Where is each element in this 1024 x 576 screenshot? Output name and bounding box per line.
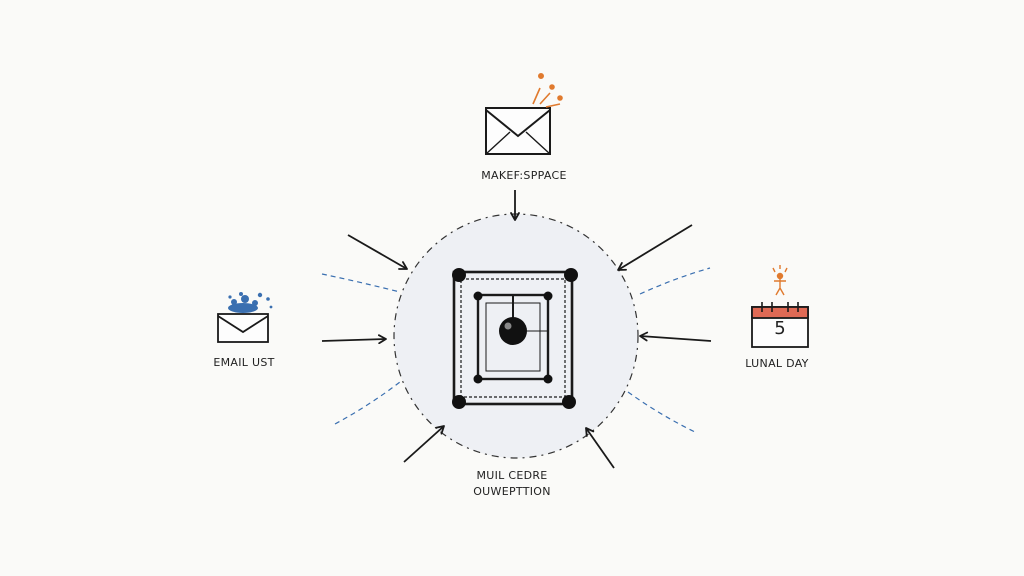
sparkle-orange-icon [532,73,563,108]
dashed-curve-right-lower [627,391,696,433]
splash-blue-icon [228,292,273,313]
arrow-lower-right [585,427,615,469]
envelope-icon [485,107,551,155]
node-label-bottom-line1: MUIL CEDRE [476,469,548,482]
frame-node-icon [452,268,578,409]
node-label-bottom-line2: OUWEPTTION [473,485,551,498]
arrow-upper-left [347,234,408,270]
dashed-curve-left-lower [334,381,401,425]
dashed-curve-right-upper [639,267,711,295]
arrow-upper-right [617,224,693,271]
figure-orange-icon [772,265,788,296]
node-label-bottom: MUIL CEDRE OUWEPTTION [473,468,551,500]
calendar-icon [751,302,809,348]
arrow-lower-left [403,425,445,463]
node-label-left: EMAIL UST [213,356,275,369]
dashed-curve-left-upper [321,273,401,293]
arrow-left [321,334,387,345]
node-label-top: MAKEF:SPPACE [481,169,567,182]
calendar-number: 5 [774,318,786,339]
arrow-right [639,331,712,342]
envelope-icon [217,313,269,343]
node-label-right: LUNAL DAY [745,357,809,370]
